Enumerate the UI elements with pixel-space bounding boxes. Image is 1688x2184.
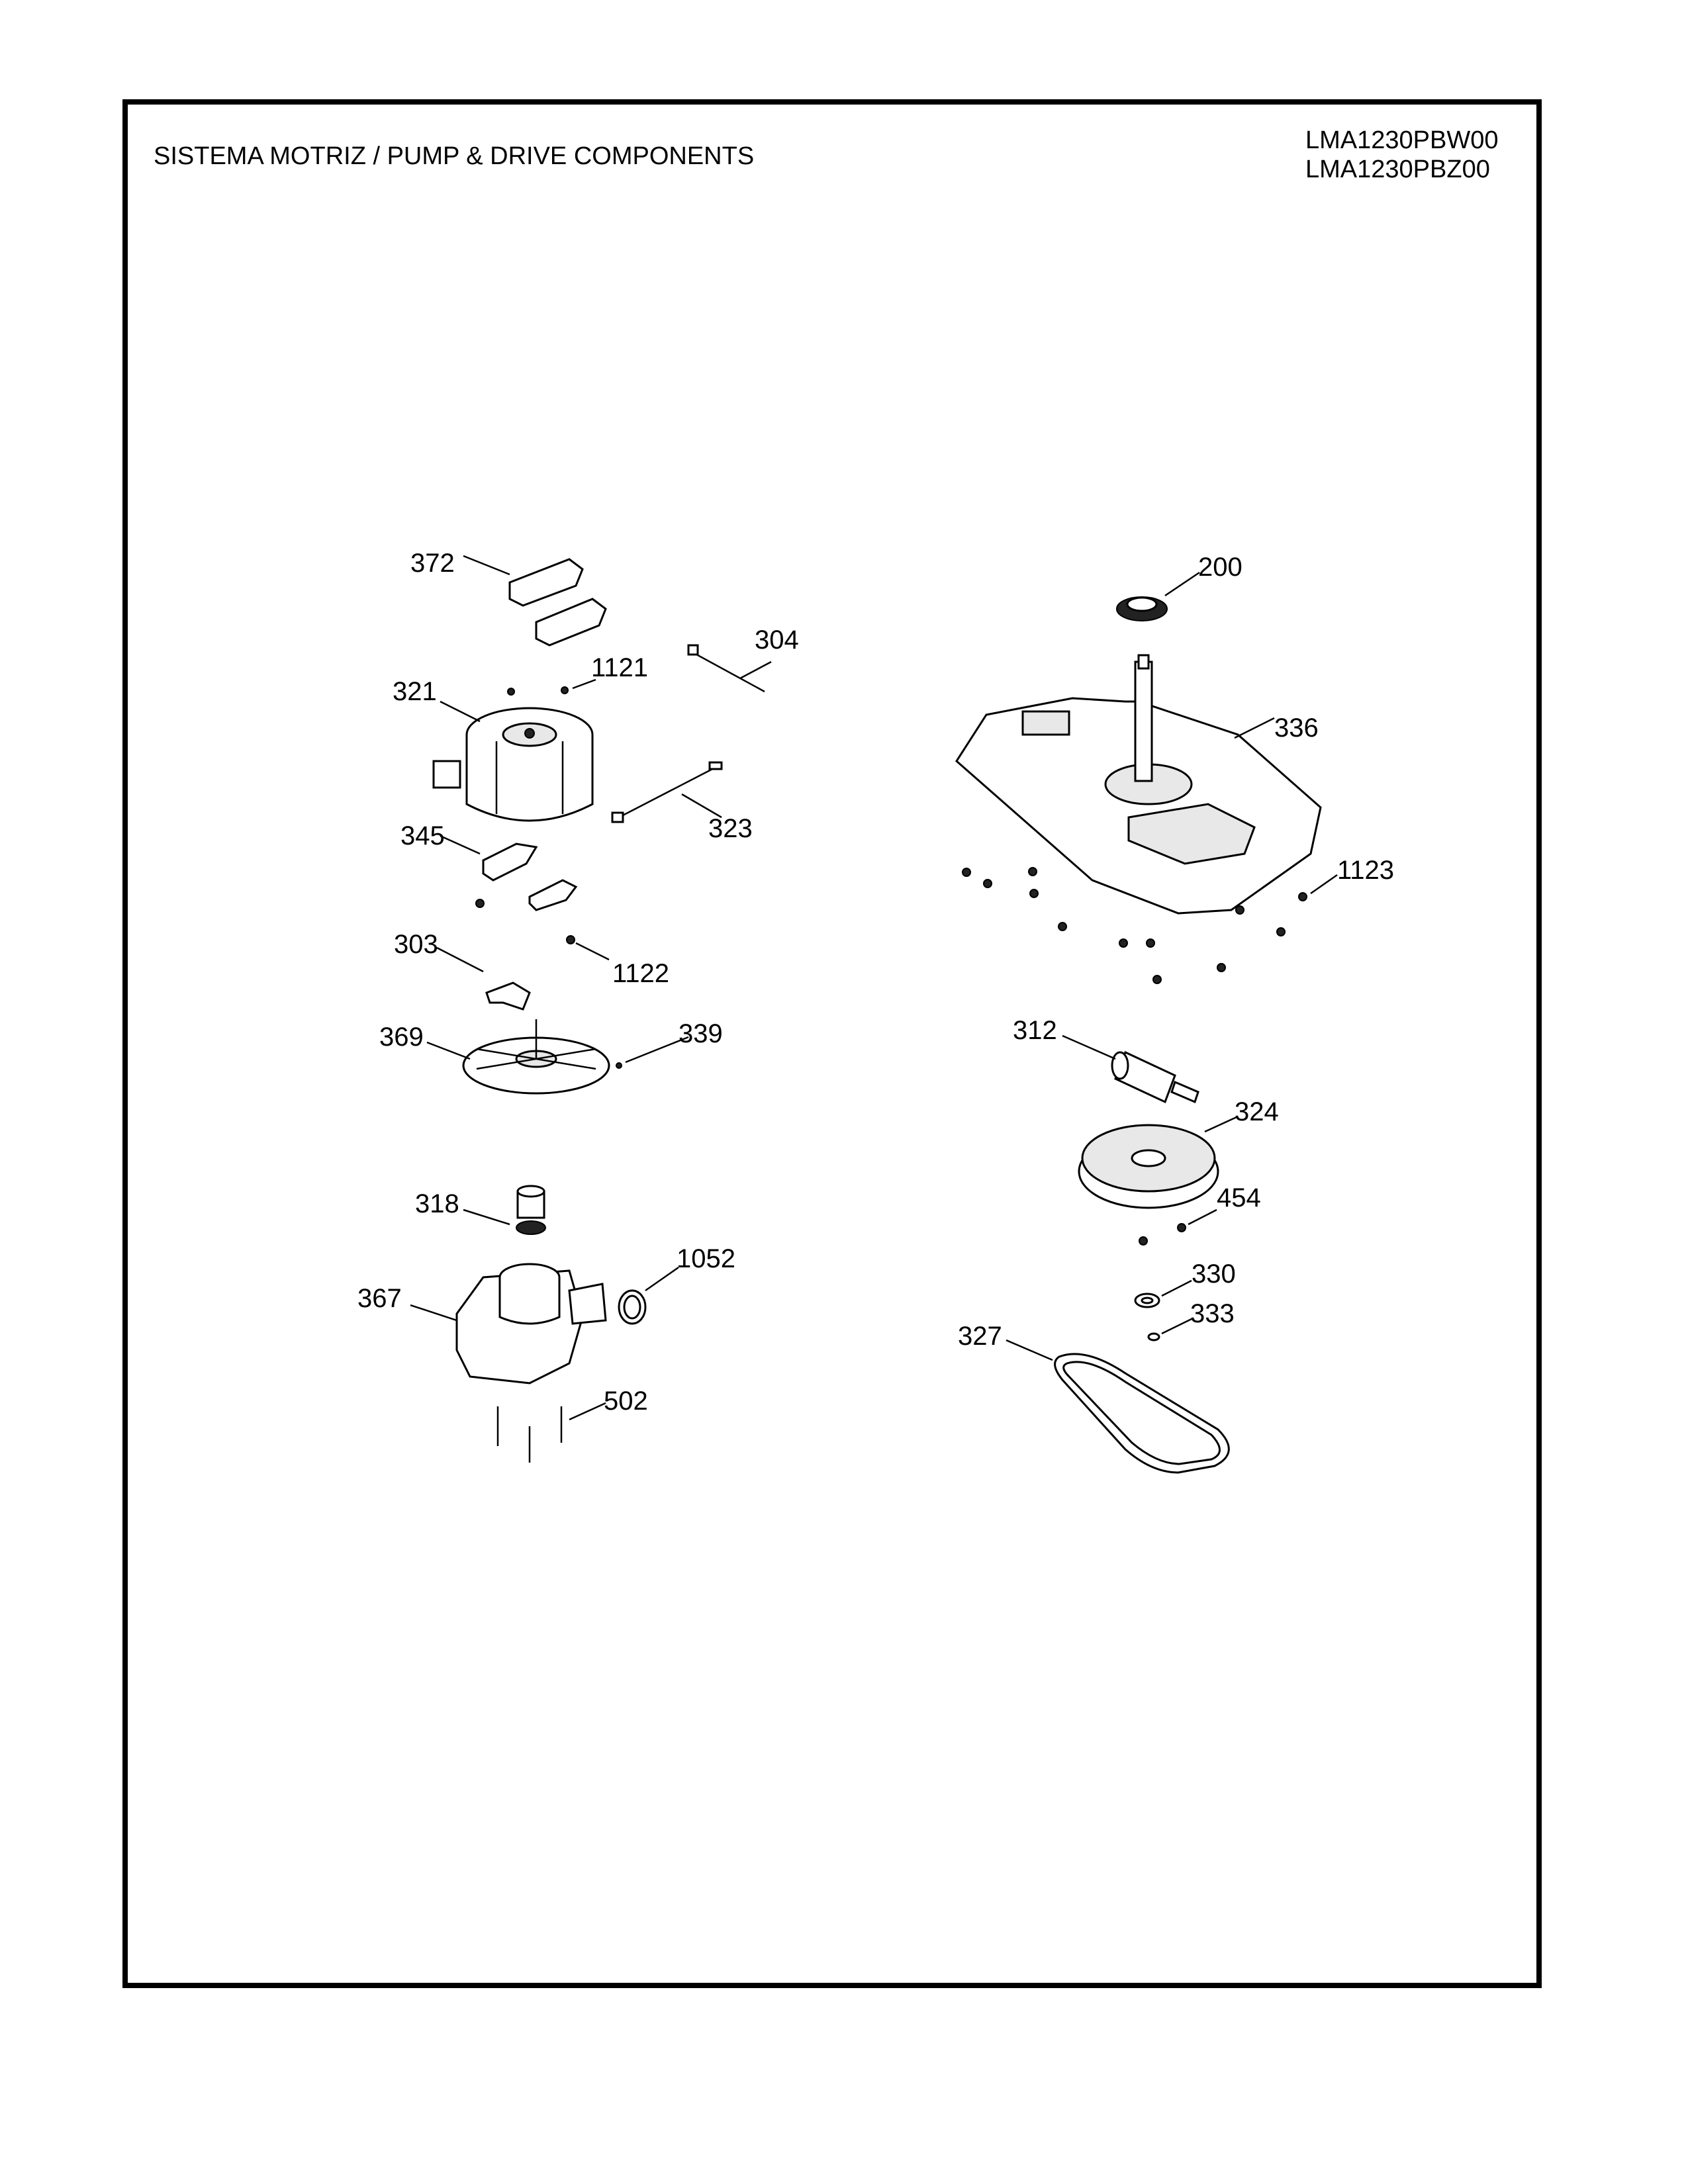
pulley-part [1078, 1124, 1219, 1209]
callout-369: 369 [379, 1023, 424, 1052]
callout-454: 454 [1217, 1183, 1261, 1212]
callout-1123: 1123 [1337, 856, 1394, 885]
callout-324: 324 [1235, 1097, 1279, 1126]
model-number-1: LMA1230PBW00 [1305, 126, 1499, 154]
pump-part [455, 1263, 607, 1385]
motor-mount-part [508, 558, 607, 647]
callout-333: 333 [1190, 1299, 1235, 1328]
motor-part [432, 707, 594, 822]
callout-323: 323 [708, 814, 753, 843]
callout-303: 303 [394, 930, 438, 959]
belt-part [1054, 1353, 1230, 1474]
callout-1121: 1121 [591, 653, 648, 682]
base-plate-part [955, 654, 1322, 915]
callout-336: 336 [1274, 713, 1319, 743]
callout-1122: 1122 [612, 959, 669, 988]
callout-502: 502 [604, 1387, 648, 1416]
callout-1052: 1052 [677, 1244, 735, 1273]
callout-339: 339 [679, 1019, 723, 1048]
screw-set [962, 867, 1307, 984]
callout-304: 304 [755, 625, 799, 655]
callout-330: 330 [1192, 1259, 1236, 1289]
fan-part [462, 1019, 610, 1095]
diagram-title: SISTEMA MOTRIZ / PUMP & DRIVE COMPONENTS [154, 142, 754, 170]
callout-372: 372 [410, 549, 455, 578]
callout-367: 367 [357, 1284, 402, 1313]
model-number-2: LMA1230PBZ00 [1305, 156, 1490, 183]
page-frame [122, 99, 1542, 1988]
callout-321: 321 [393, 677, 437, 706]
callout-318: 318 [415, 1189, 459, 1218]
callout-345: 345 [400, 821, 445, 850]
callout-327: 327 [958, 1322, 1002, 1351]
callout-200: 200 [1198, 553, 1243, 582]
capacitor-part [1111, 1050, 1199, 1104]
callout-312: 312 [1013, 1016, 1057, 1045]
